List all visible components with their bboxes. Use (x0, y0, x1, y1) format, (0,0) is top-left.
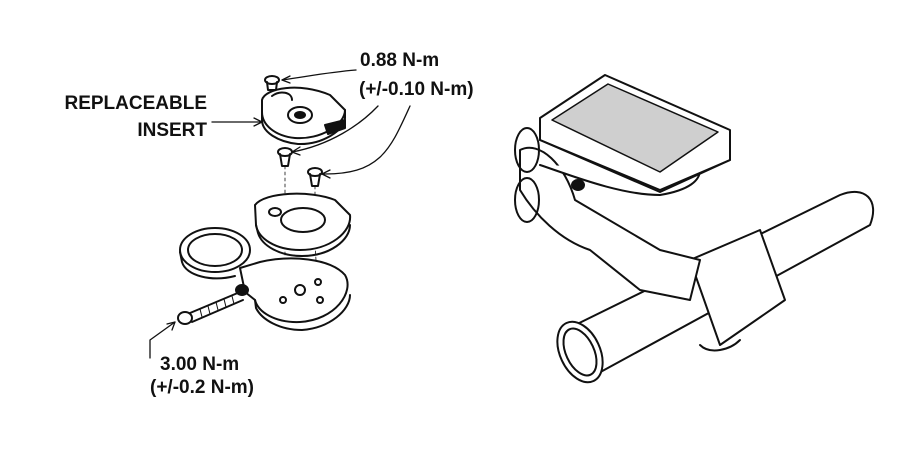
top-screw-tolerance-label: (+/-0.10 N-m) (359, 79, 474, 100)
insert-label-line1: REPLACEABLE (64, 93, 207, 114)
top-screw-torque-label: 0.88 N-m (360, 50, 440, 71)
clamp-bolt (177, 291, 244, 325)
assembled-mount (514, 74, 875, 384)
cradle-part (254, 192, 352, 257)
leader-lines (149, 69, 411, 359)
insert-label-line2: INSERT (137, 120, 207, 141)
replaceable-insert (261, 86, 346, 146)
bolt-torque-label: 3.00 N-m (160, 354, 240, 375)
top-screw (264, 75, 280, 91)
bolt-tolerance-label: (+/-0.2 N-m) (150, 377, 254, 398)
clamp-base (179, 227, 351, 331)
